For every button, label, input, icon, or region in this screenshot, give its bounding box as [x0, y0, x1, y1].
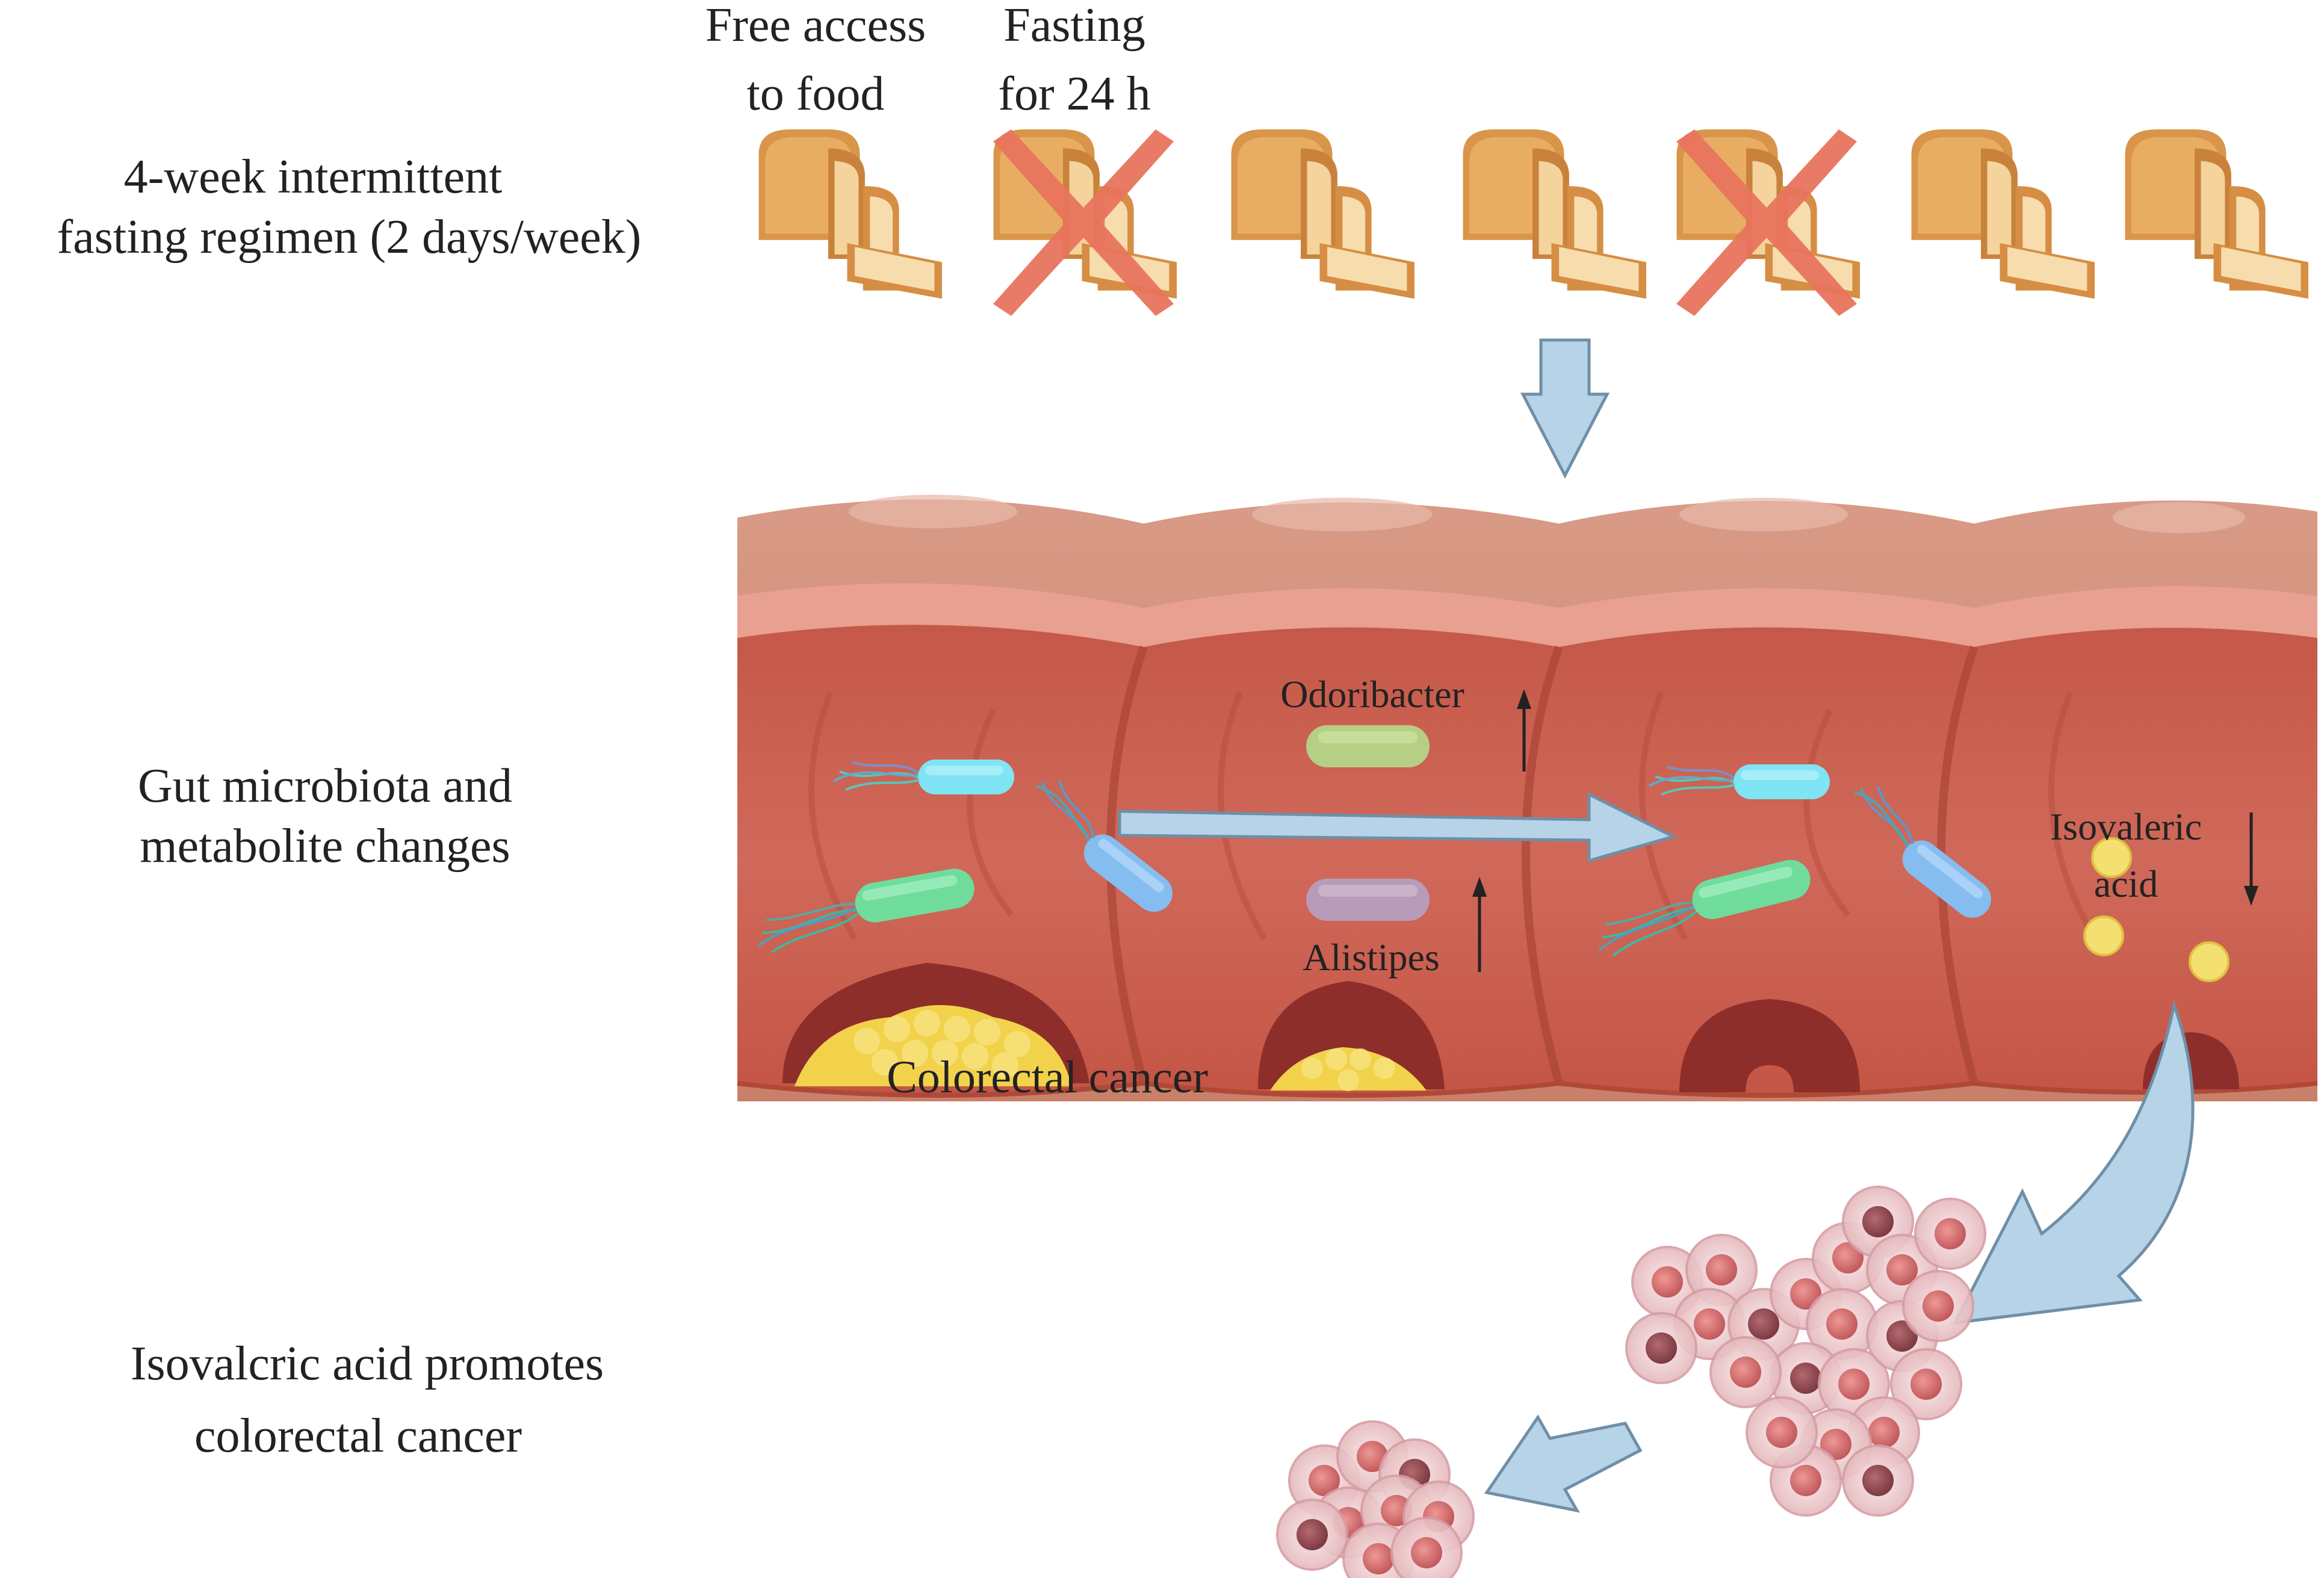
curved-arrow-icon [1952, 999, 2195, 1325]
fed-day [758, 129, 942, 299]
fasting-day [1676, 129, 1860, 316]
odoribacter-up-arrow-icon [1517, 689, 1531, 772]
fasting-day [993, 129, 1177, 316]
metabolite-dot [2189, 941, 2229, 982]
fasting-label-line2: for 24 h [998, 67, 1150, 120]
fed-day [2125, 129, 2308, 299]
polyp-regressed [1679, 999, 1860, 1092]
free-access-label-line1: Free access [705, 0, 926, 52]
down-arrow-icon [1520, 338, 1610, 479]
tumor-cell-icon [1625, 1312, 1697, 1384]
fed-day [1911, 129, 2095, 299]
tumor-cell-cluster-large [1625, 1186, 1986, 1517]
row-label-promotes-line1: Isovalcric acid promotes [131, 1337, 604, 1390]
diet-week [758, 129, 2308, 316]
tumor-large [782, 963, 1089, 1086]
tumor-cell-icon [1914, 1198, 1986, 1270]
alistipes-label: Alistipes [1303, 936, 1440, 979]
fed-day [1463, 129, 1646, 299]
right-arrow-icon [1118, 791, 1678, 863]
alistipes-up-arrow-icon [1472, 877, 1487, 972]
row-label-gut-line1: Gut microbiota and [138, 760, 512, 812]
fasting-label-line1: Fasting [1003, 0, 1145, 52]
intestine-section: Odoribacter Alistipes Isovaleric acid Co… [737, 495, 2318, 1103]
free-access-label-line2: to food [747, 67, 885, 120]
left-down-arrow-icon [1484, 1414, 1643, 1513]
row-label-gut-changes: Gut microbiota and metabolite changes [138, 760, 512, 873]
isovaleric-label-line1: Isovaleric [2050, 805, 2202, 848]
tumor-cell-icon [1842, 1444, 1914, 1517]
bread-icon [758, 129, 942, 299]
isovaleric-down-arrow-icon [2244, 812, 2258, 906]
row-label-fasting-regimen: 4-week intermittent fasting regimen (2 d… [57, 150, 642, 264]
bread-icon [1231, 129, 1415, 299]
odoribacter-label: Odoribacter [1280, 673, 1464, 716]
tumor-cell-icon [1902, 1270, 1974, 1342]
row-label-fasting-line2: fasting regimen (2 days/week) [57, 211, 642, 264]
tumor-cell-icon [1390, 1517, 1463, 1578]
row-label-fasting-line1: 4-week intermittent [124, 150, 503, 203]
tumor-medium [1258, 981, 1445, 1091]
bread-icon [2125, 129, 2308, 299]
row-label-promotes-line2: colorectal cancer [194, 1409, 522, 1462]
bread-icon [1463, 129, 1646, 299]
fed-day [1231, 129, 1415, 299]
tumor-cell-icon [1276, 1499, 1348, 1571]
metabolite-dot [2091, 837, 2132, 878]
tumor-cell-icon [1709, 1336, 1782, 1408]
metabolite-dot [2083, 915, 2124, 956]
isovaleric-label-line2: acid [2094, 862, 2158, 905]
tumor-cell-cluster-small [1276, 1420, 1475, 1578]
tumor-cell-icon [1746, 1396, 1818, 1468]
row-label-isovaleric-promotes: Isovalcric acid promotes colorectal canc… [131, 1337, 604, 1462]
bread-icon [1911, 129, 2095, 299]
colorectal-cancer-label: Colorectal cancer [887, 1052, 1208, 1103]
row-label-gut-line2: metabolite changes [140, 820, 510, 873]
